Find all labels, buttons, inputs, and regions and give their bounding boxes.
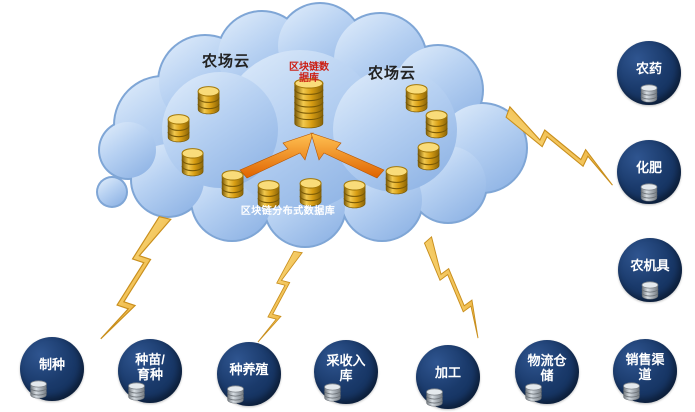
node-planting-breeding: 种养殖 <box>217 342 281 406</box>
database-icon <box>30 380 47 399</box>
node-fertilizer: 化肥 <box>617 140 681 204</box>
arrow-right-to-center <box>310 132 385 179</box>
lightning-bolt-rightcenter-down <box>406 236 504 339</box>
node-processing: 加工 <box>416 345 480 409</box>
blockchain-db-label: 区块链数据库 <box>289 62 329 84</box>
node-label: 种养殖 <box>229 362 269 378</box>
cloud-shape <box>98 4 526 246</box>
database-icon <box>640 84 658 103</box>
database-icon <box>324 383 341 402</box>
node-label: 采收入 库 <box>326 352 366 383</box>
farm-cloud-label-left: 农场云 <box>202 53 251 70</box>
node-label: 农机具 <box>630 258 670 274</box>
database-icon <box>641 281 659 300</box>
database-icon <box>181 148 204 177</box>
node-harvest-storage: 采收入 库 <box>314 340 378 404</box>
node-label: 物流仓 储 <box>527 352 567 383</box>
database-icon <box>425 110 448 139</box>
node-label: 化肥 <box>635 160 662 176</box>
distributed-db-label: 区块链分布式数据库 <box>240 206 336 217</box>
node-label: 制种 <box>38 357 65 373</box>
node-seedling-breeding: 种苗/ 育种 <box>118 339 182 403</box>
arrow-left-to-center <box>239 132 314 179</box>
database-icon <box>221 170 244 199</box>
lightning-bolt-center-down <box>257 247 303 348</box>
database-icon <box>405 84 428 113</box>
farm-cloud-label-right: 农场云 <box>368 65 417 82</box>
node-seed-production: 制种 <box>20 337 84 401</box>
node-farm-machinery: 农机具 <box>618 238 682 302</box>
database-icon <box>197 86 220 115</box>
database-icon <box>227 385 244 404</box>
node-label: 加工 <box>434 365 461 381</box>
database-icon <box>426 388 443 407</box>
database-icon <box>167 114 190 143</box>
node-label: 农药 <box>635 61 662 77</box>
node-label: 种苗/ 育种 <box>135 351 165 382</box>
database-icon <box>623 382 640 401</box>
database-icon <box>525 383 542 402</box>
database-icon <box>128 382 145 401</box>
lightning-bolt-left-down <box>100 209 172 349</box>
node-sales-channels: 销售渠 道 <box>613 339 677 403</box>
database-icon <box>640 183 658 202</box>
database-icon <box>385 166 408 195</box>
node-pesticide: 农药 <box>617 41 681 105</box>
central-database-stack-icon <box>294 77 324 129</box>
node-label: 销售渠 道 <box>625 351 665 382</box>
node-logistics-warehousing: 物流仓 储 <box>515 340 579 404</box>
database-icon <box>417 142 440 171</box>
